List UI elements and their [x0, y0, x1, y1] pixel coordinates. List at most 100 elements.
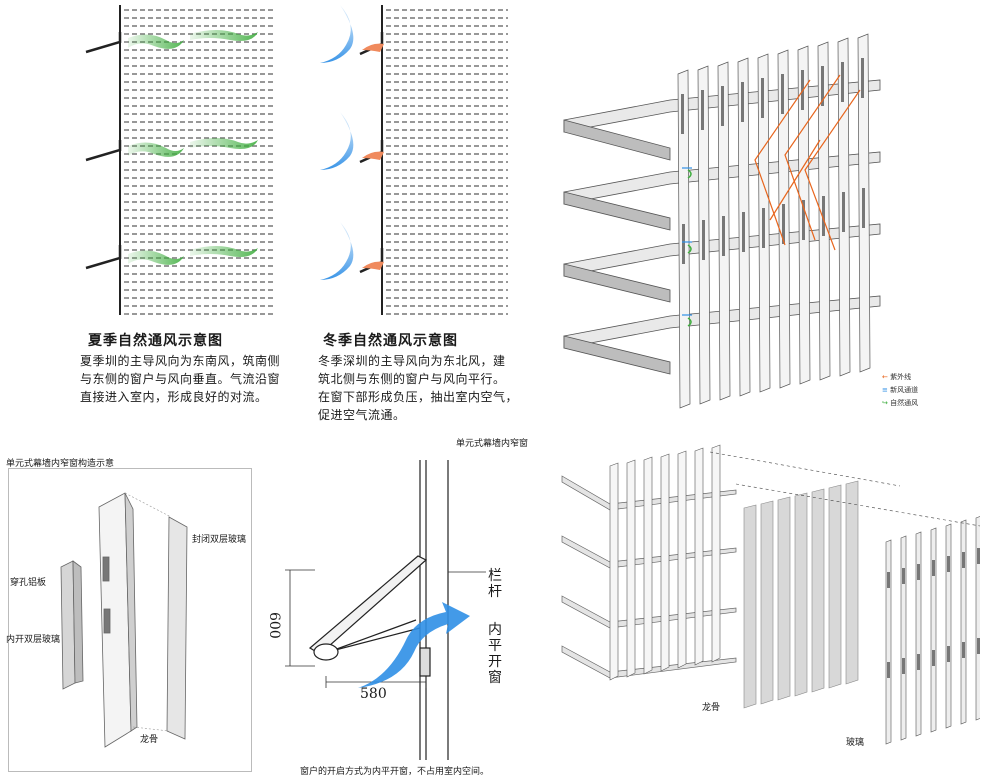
fin-opening [841, 62, 844, 102]
winter-window-1 [320, 5, 384, 63]
glass-opening [977, 548, 980, 564]
keel-fin [694, 447, 704, 666]
exploded-axonometric-drawing [561, 444, 980, 745]
window-opening [103, 608, 111, 634]
glass-opening [977, 638, 980, 654]
winter-window-3 [320, 222, 384, 280]
glass-fin [975, 516, 980, 721]
window-opening [102, 556, 110, 582]
summer-ventilation-diagram [80, 0, 280, 320]
sealed-glass-label: 封闭双层玻璃 [192, 535, 247, 545]
fin-opening [702, 220, 705, 260]
railing-label: 栏杆 [488, 568, 502, 600]
glass-opening [962, 642, 965, 658]
winter-ventilation-diagram [310, 0, 510, 320]
facade-axonometric [560, 20, 890, 420]
glass-opening [947, 646, 950, 662]
fresh-air-icon: ≡ [882, 386, 888, 394]
section-title: 单元式幕墙内窄窗 [456, 439, 529, 449]
perforated-panel [811, 488, 825, 693]
exhaust-arrow [362, 261, 384, 270]
glass-fin [885, 539, 892, 745]
perforated-panel [743, 504, 757, 709]
perforated-panel [794, 492, 808, 697]
keel-fin [660, 453, 670, 672]
summer-wind-arrow [128, 34, 184, 49]
fin-opening [822, 196, 825, 236]
fin-opening [861, 58, 864, 98]
fin-opening [821, 66, 824, 106]
glass-opening [917, 654, 920, 670]
keel-fin [677, 450, 687, 669]
exhaust-arrow [362, 43, 384, 52]
facade-fins [677, 33, 871, 409]
perforated-panel [828, 484, 842, 689]
inward-window-label: 内平开窗 [488, 622, 502, 686]
keel-fin [609, 462, 619, 681]
section-caption: 窗户的开启方式为内平开窗，不占用室内空间。 [300, 767, 490, 777]
glass-opening [902, 568, 905, 584]
exhaust-arrow [362, 151, 384, 160]
exploded-glass-fins [885, 516, 980, 745]
summer-description: 夏季圳的主导风向为东南风，筑南侧 与东侧的窗户与风向垂直。气流沿窗 直接进入室内… [80, 354, 281, 404]
keel-fin [626, 459, 636, 678]
detail-title: 单元式幕墙内窄窗构造示意 [6, 459, 115, 469]
exploded-glass-label: 玻璃 [846, 738, 865, 748]
window-stay [333, 619, 417, 651]
summer-wind-arrow [190, 138, 258, 149]
fin-opening [781, 74, 784, 114]
sealed-glass-panel [166, 516, 188, 740]
winter-window-2 [320, 112, 384, 170]
fin-opening [701, 90, 704, 130]
summer-wind-arrow [128, 142, 184, 157]
fin-opening [842, 192, 845, 232]
fin-opening [782, 204, 785, 244]
keel-fin [643, 456, 653, 675]
glass-opening [902, 658, 905, 674]
glass-fin [960, 519, 967, 725]
perforated-panel-label: 穿孔铝板 [10, 578, 47, 588]
summer-wind-arrow [128, 250, 184, 265]
sun-ray-arrows [754, 74, 861, 251]
dim-width-label: 580 [360, 686, 387, 702]
fin-opening [681, 94, 684, 134]
airflow-arrow [358, 602, 470, 688]
glass-opening [932, 560, 935, 576]
fresh-air-marks [682, 167, 692, 316]
winter-section-drawing [320, 5, 508, 315]
glass-fin [945, 523, 952, 729]
winter-wind-arrow [320, 112, 354, 170]
perforated-panel [777, 496, 791, 701]
glass-opening [917, 564, 920, 580]
glass-fin [915, 531, 922, 737]
glass-opening [932, 650, 935, 666]
window-section-drawing [285, 460, 486, 760]
fin-opening [802, 200, 805, 240]
window-detail-box [8, 468, 252, 772]
exploded-keel-label: 龙骨 [702, 703, 721, 713]
fin-opening [761, 78, 764, 118]
keel-label: 龙骨 [140, 735, 159, 745]
winter-wind-arrow [320, 5, 354, 63]
window-detail-drawing [60, 492, 188, 748]
glass-opening [947, 556, 950, 572]
window-frame [419, 647, 431, 677]
perforated-panel [60, 560, 76, 690]
summer-wind-arrow [190, 246, 258, 257]
glass-opening [887, 662, 890, 678]
dim-height-label: 600 [266, 612, 282, 639]
summer-section-drawing [85, 5, 276, 315]
glass-opening [887, 572, 890, 588]
perforated-panel [845, 480, 859, 685]
exploded-keel-fins [609, 444, 721, 681]
exploded-axonometric [560, 432, 980, 762]
natural-vent-icon: ↪ [882, 399, 888, 407]
window-section [280, 460, 530, 760]
fin-opening [721, 86, 724, 126]
keel-fin [711, 444, 721, 663]
fin-opening [682, 224, 685, 264]
floor-dash-lines [386, 9, 508, 315]
exploded-perforated-panels [743, 480, 859, 709]
summer-window-2 [85, 138, 258, 162]
summer-wind-arrow [190, 30, 258, 41]
